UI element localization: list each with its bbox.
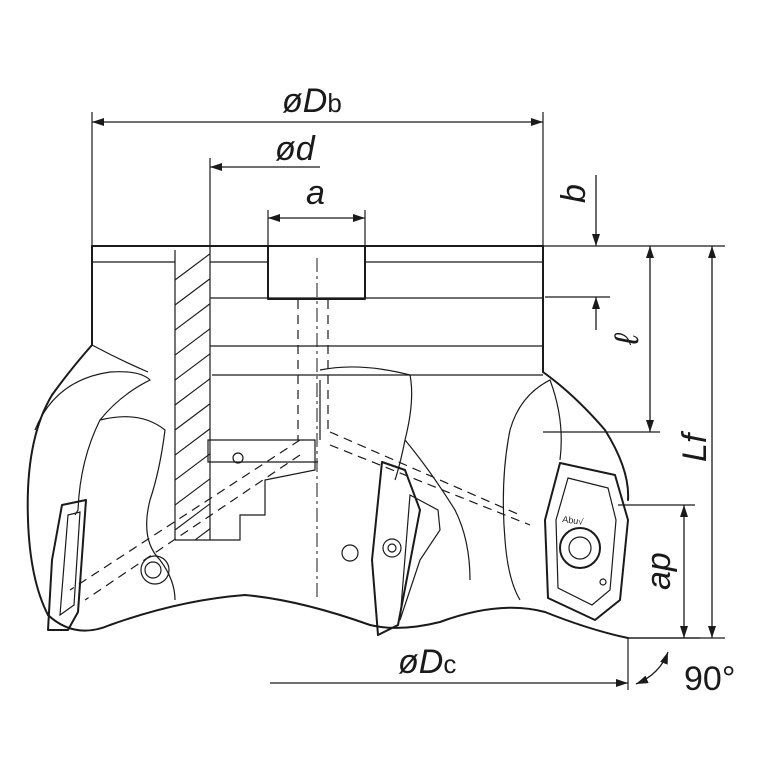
dimension-l: ℓ xyxy=(543,246,660,433)
label-d-prefix: ø xyxy=(275,130,296,168)
label-db-sub: b xyxy=(327,88,341,118)
insert-marking: Abu√ xyxy=(562,514,584,527)
center-pocket-curves xyxy=(404,439,471,581)
dimension-a: a xyxy=(267,174,366,246)
body-horizontal-lines xyxy=(92,261,543,376)
key-slot xyxy=(267,245,366,300)
label-db-main: D xyxy=(303,82,328,120)
clamp-screws xyxy=(140,452,359,585)
dimension-b: b xyxy=(543,175,610,330)
insert-right: Abu√ xyxy=(544,462,629,621)
dimension-lf: Lf xyxy=(610,245,725,639)
dimension-dc: øDc xyxy=(270,638,629,690)
label-d-main: d xyxy=(296,130,316,168)
label-b: b xyxy=(555,184,593,203)
label-dc: øDc xyxy=(398,643,456,681)
center-chip-pocket xyxy=(319,366,413,481)
section-hatching xyxy=(175,250,210,540)
body-right-side xyxy=(542,245,630,501)
right-chip-pocket xyxy=(502,379,562,601)
label-dc-prefix: ø xyxy=(398,643,419,681)
dimension-ap: ap xyxy=(618,504,695,638)
label-dc-main: D xyxy=(419,643,444,681)
cutter-body xyxy=(26,245,630,639)
left-pocket-curves xyxy=(99,416,176,601)
label-ap: ap xyxy=(640,552,678,590)
label-db-prefix: ø xyxy=(282,82,303,120)
left-chip-pocket xyxy=(34,344,152,516)
insert-left xyxy=(47,499,87,631)
dimension-db: øDb xyxy=(91,82,544,246)
coolant-channel-dashes xyxy=(69,300,531,601)
insert-center xyxy=(371,461,441,636)
dimension-d: ød xyxy=(209,130,320,250)
torx-screw-icon xyxy=(559,527,601,569)
label-d: ød xyxy=(275,130,316,168)
body-left-side xyxy=(26,245,93,616)
label-a: a xyxy=(306,174,325,212)
label-db: øDb xyxy=(282,82,342,120)
label-angle: 90° xyxy=(684,660,735,698)
body-bottom-edge xyxy=(47,594,629,639)
label-dc-sub: c xyxy=(443,649,456,679)
label-l: ℓ xyxy=(608,332,646,346)
dimension-angle: 90° xyxy=(628,637,735,698)
hidden-lines xyxy=(69,258,531,601)
bore-walls xyxy=(174,250,318,541)
label-lf: Lf xyxy=(676,430,714,462)
